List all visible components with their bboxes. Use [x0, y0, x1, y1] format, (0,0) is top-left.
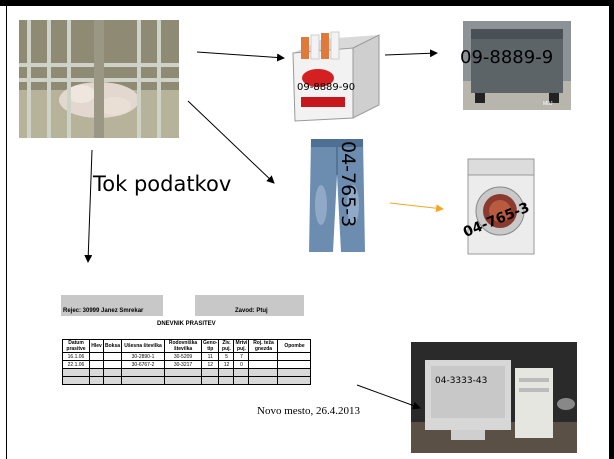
table-cell: 12 — [201, 360, 220, 369]
footer-date: Novo mesto, 26.4.2013 — [257, 405, 360, 417]
table-cell — [102, 376, 123, 385]
cigarette-pack-image — [283, 23, 386, 123]
table-cell: 30-2890-1 — [121, 352, 166, 361]
farm-label-box: Rejec: 30999 Janez Smrekar — [61, 295, 163, 316]
farrowing-table: Datum prasitve Hlev Boksa Ušesna številk… — [62, 339, 312, 385]
table-cell — [201, 368, 220, 377]
arrow-report-to-computer — [356, 384, 421, 410]
cigarette-label: 09-8889-90 — [297, 82, 356, 93]
table-cell — [277, 360, 312, 369]
table-cell: 11 — [201, 352, 220, 361]
container-photo: M0J — [463, 21, 571, 110]
table-cell: 30-6767-2 — [121, 360, 166, 369]
header-hlev: Hlev — [89, 339, 104, 353]
table-cell — [102, 352, 123, 361]
table-cell — [233, 368, 250, 377]
container-label: 09-8889-9 — [460, 47, 554, 68]
arrow-pig-to-jeans — [187, 100, 275, 184]
table-cell — [89, 352, 104, 361]
computer-label: 04-3333-43 — [435, 376, 488, 386]
computer-photo — [411, 342, 577, 453]
table-cell — [89, 368, 104, 377]
table-cell — [121, 368, 166, 377]
table-cell: 7 — [233, 352, 250, 361]
jeans-image — [303, 135, 371, 252]
arrow-jeans-to-washer — [389, 202, 444, 213]
table-row: 16.1.06 30-2890-1 30-5209 11 5 7 — [62, 352, 312, 361]
table-cell — [89, 376, 104, 385]
table-cell — [248, 360, 279, 369]
table-cell — [102, 360, 123, 369]
arrow-pig-to-cigarettes — [196, 51, 285, 62]
table-cell — [277, 352, 312, 361]
table-cell: 12 — [218, 360, 235, 369]
washing-machine-image — [462, 155, 540, 258]
header-genotip: Geno-tip — [201, 339, 220, 353]
table-cell — [89, 360, 104, 369]
pig-pen-photo — [19, 20, 179, 138]
svg-text:M0J: M0J — [543, 101, 553, 107]
table-cell: 30-3217 — [164, 360, 203, 369]
header-mrtvi: Mrtvi puj. — [233, 339, 250, 353]
table-cell — [62, 368, 90, 377]
table-cell — [201, 376, 220, 385]
table-cell — [164, 368, 203, 377]
frame-left-border — [6, 6, 7, 459]
arrow-pig-to-report — [84, 149, 93, 263]
header-usesna: Ušesna številka — [121, 339, 166, 353]
table-cell — [164, 376, 203, 385]
table-row — [62, 376, 312, 385]
frame-top-border — [0, 0, 614, 6]
table-cell — [218, 368, 235, 377]
header-boksa: Boksa — [102, 339, 123, 353]
table-cell — [248, 352, 279, 361]
table-cell — [277, 376, 312, 385]
table-cell: 22.1.06 — [62, 360, 90, 369]
table-cell — [218, 376, 235, 385]
table-cell — [62, 376, 90, 385]
farm-label: Rejec: 30999 Janez Smrekar — [63, 308, 144, 314]
header-datum: Datum prasitve — [62, 339, 90, 353]
header-ziv: Živ. puj. — [218, 339, 235, 353]
table-cell: 0 — [233, 360, 250, 369]
institute-label: Zavod: Ptuj — [235, 308, 268, 314]
table-cell — [277, 368, 312, 377]
table-cell — [248, 376, 279, 385]
frame-right-border — [609, 0, 614, 459]
diagram-title: Tok podatkov — [93, 172, 232, 196]
table-row — [62, 368, 312, 377]
arrow-cigarettes-to-container — [384, 49, 438, 58]
header-opombe: Opombe — [277, 339, 312, 353]
table-cell — [102, 368, 123, 377]
institute-label-box: Zavod: Ptuj — [195, 295, 304, 316]
header-teza: Roj. teža gnezda — [248, 339, 279, 353]
table-cell: 5 — [218, 352, 235, 361]
report-title: DNEVNIK PRASITEV — [157, 321, 216, 327]
table-cell — [121, 376, 166, 385]
table-row: 22.1.06 30-6767-2 30-3217 12 12 0 — [62, 360, 312, 369]
header-rodovniska: Rodovniška številka — [164, 339, 203, 353]
table-cell — [233, 376, 250, 385]
table-cell: 30-5209 — [164, 352, 203, 361]
table-header-row: Datum prasitve Hlev Boksa Ušesna številk… — [62, 339, 312, 353]
table-cell: 16.1.06 — [62, 352, 90, 361]
table-cell — [248, 368, 279, 377]
